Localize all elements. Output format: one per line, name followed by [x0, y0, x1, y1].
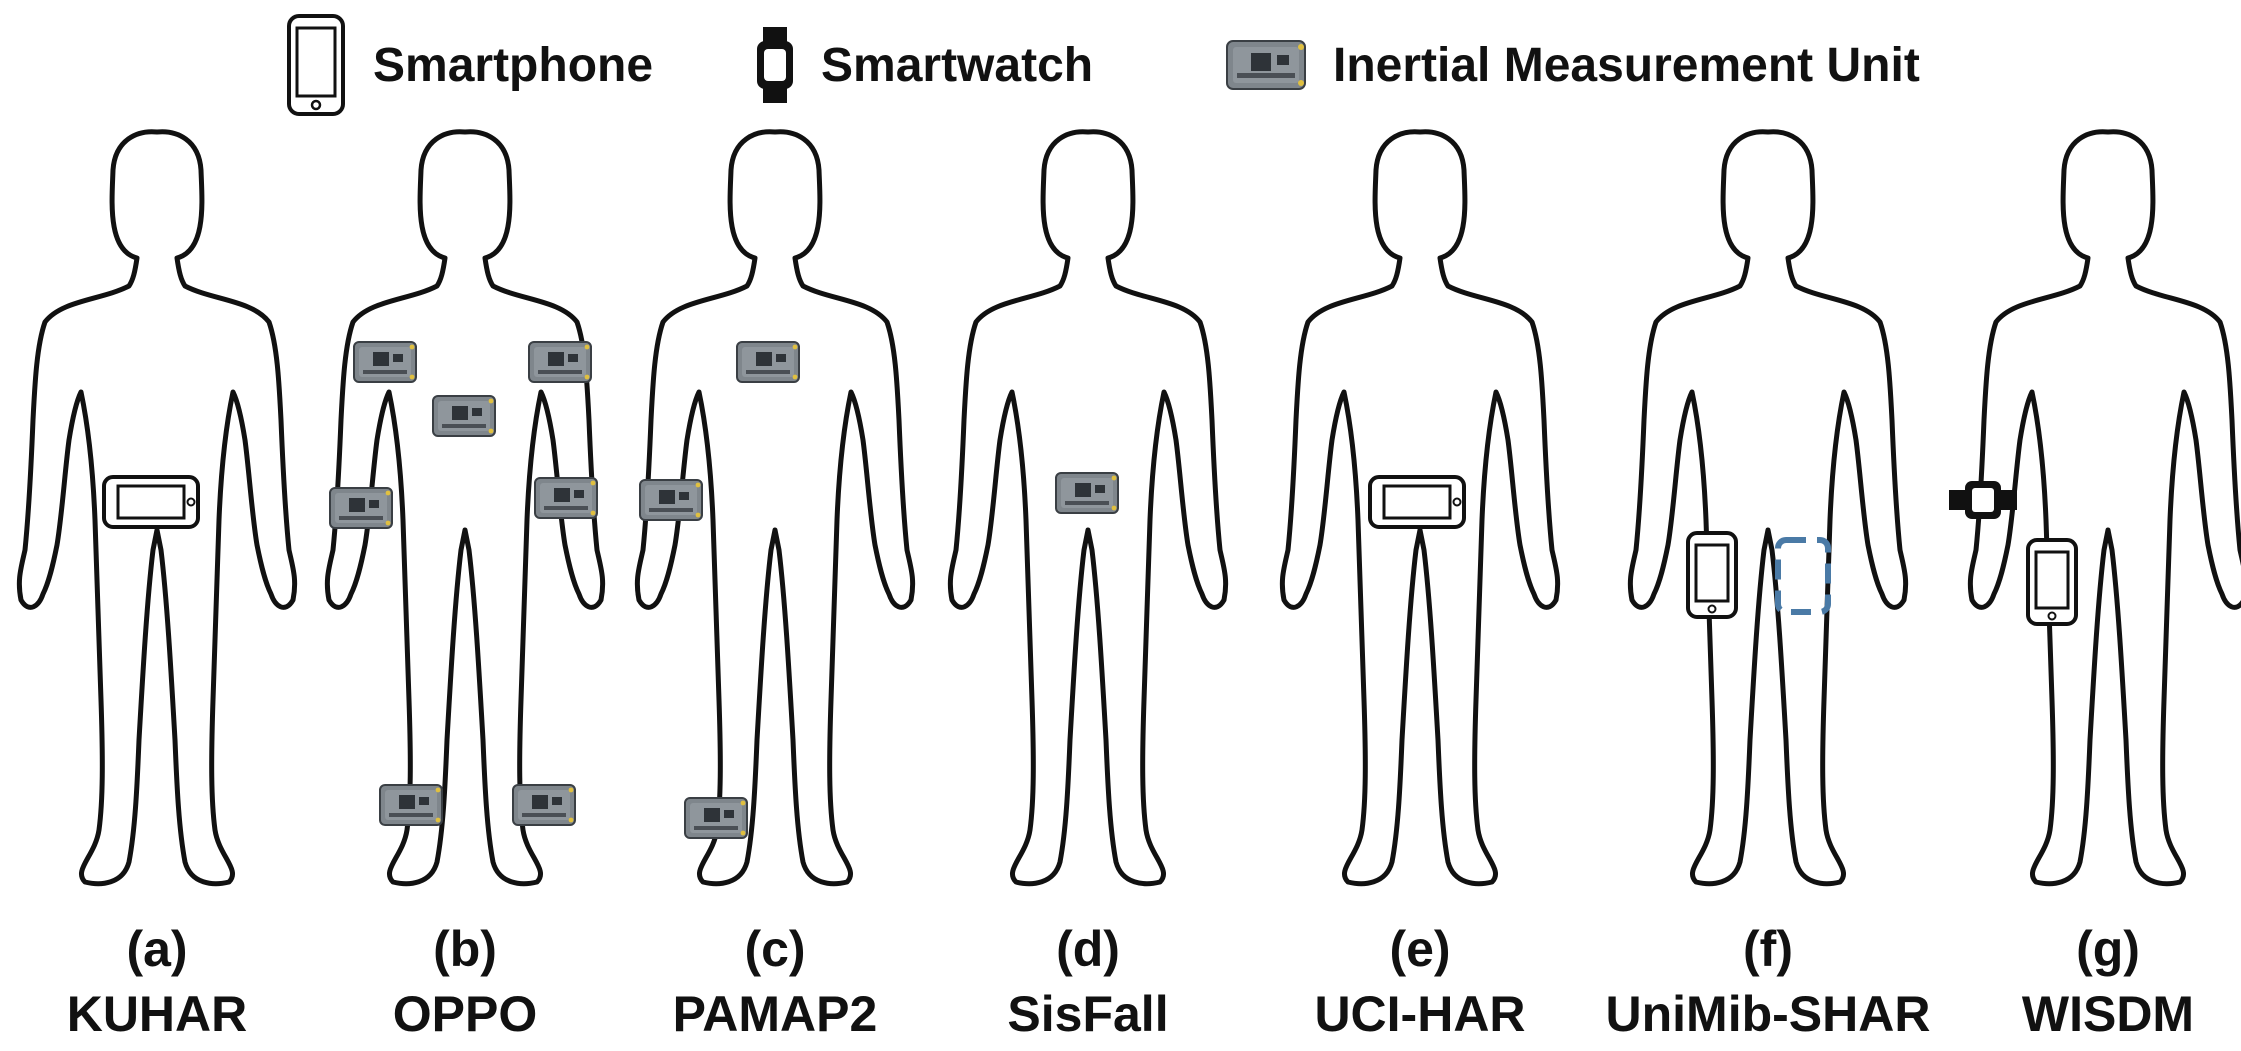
imu-icon	[329, 487, 393, 529]
legend-smartwatch: Smartwatch	[755, 10, 1093, 120]
smartphone-icon	[1368, 475, 1466, 529]
dataset-name-oppo: OPPO	[392, 986, 538, 1042]
imu-icon	[736, 341, 800, 383]
legend-smartphone-label: Smartphone	[373, 38, 654, 92]
smartphone-icon	[102, 475, 200, 529]
imu-icon	[379, 784, 443, 826]
legend-smartwatch-label: Smartwatch	[821, 38, 1094, 92]
smartphone-icon	[287, 14, 345, 116]
imu-icon	[512, 784, 576, 826]
smartphone-icon	[2026, 538, 2078, 626]
panel-letter-a: (a)	[126, 921, 188, 977]
panel-letter-e: (e)	[1389, 921, 1451, 977]
panel-letter-g: (g)	[2076, 921, 2140, 977]
smartphone-icon	[1686, 531, 1738, 619]
body-outline-unimib-shar	[1630, 132, 1905, 884]
imu-icon	[684, 797, 748, 839]
panel-letter-d: (d)	[1056, 921, 1120, 977]
dataset-name-uci-har: UCI-HAR	[1314, 986, 1526, 1042]
alternate-pocket-placement	[1775, 537, 1831, 615]
legend-imu-label: Inertial Measurement Unit	[1333, 38, 1920, 92]
dataset-name-unimib-shar: UniMib-SHAR	[1605, 986, 1931, 1042]
body-figures	[0, 0, 2241, 900]
dataset-name-wisdm: WISDM	[2021, 986, 2195, 1042]
panel-letter-c: (c)	[744, 921, 806, 977]
legend-smartphone: Smartphone	[285, 10, 653, 120]
legend-imu: Inertial Measurement Unit	[1225, 10, 1920, 120]
dataset-name-kuhar: KUHAR	[66, 986, 248, 1042]
imu-icon	[534, 477, 598, 519]
imu-icon	[1055, 472, 1119, 514]
panel-letter-f: (f)	[1743, 921, 1793, 977]
smartwatch-icon	[757, 27, 793, 103]
imu-icon	[528, 341, 592, 383]
imu-icon	[432, 395, 496, 437]
panel-letter-b: (b)	[433, 921, 497, 977]
imu-icon	[1226, 40, 1306, 90]
dataset-name-sisfall: SisFall	[1007, 986, 1169, 1042]
imu-icon	[639, 479, 703, 521]
imu-icon	[353, 341, 417, 383]
dataset-name-pamap2: PAMAP2	[672, 986, 878, 1042]
